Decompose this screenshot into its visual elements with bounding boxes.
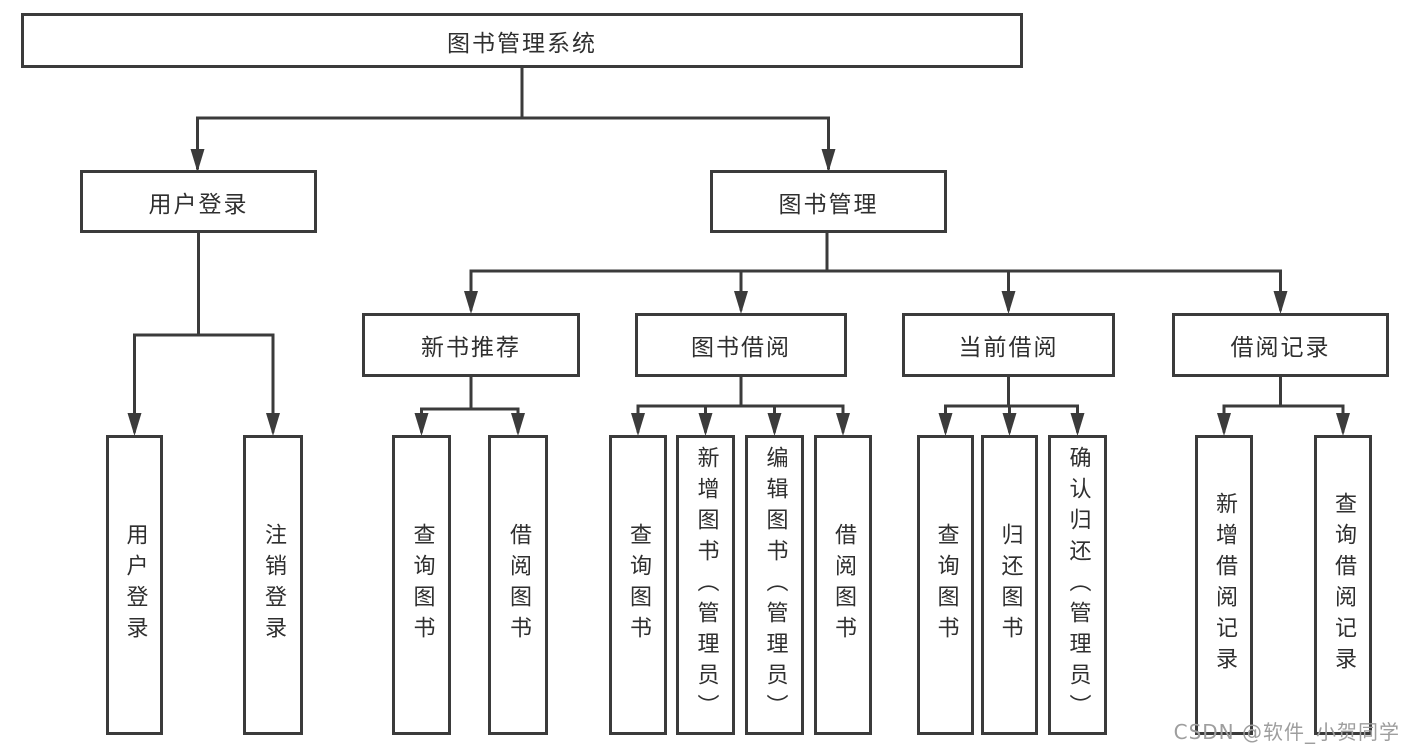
node-root-label: 图书管理系统 [447,30,597,57]
node-book-borrow: 图书借阅 [635,313,847,377]
leaf-record-query-label: 查询借阅记录 [1331,492,1356,678]
node-user-login-label: 用户登录 [148,191,249,218]
node-book-mgmt: 图书管理 [710,170,947,233]
leaf-current-query: 查询图书 [917,435,974,735]
node-new-book: 新书推荐 [362,313,580,377]
node-borrow-record-label: 借阅记录 [1230,335,1331,361]
csdn-watermark: CSDN @软件_小贺同学 [1173,720,1400,744]
leaf-newbook-borrow: 借阅图书 [488,435,548,735]
leaf-borrow-add-label: 新增图书（管理员） [693,445,719,725]
leaf-borrow-query-label: 查询图书 [626,523,651,647]
leaf-logout-label: 注销登录 [261,523,286,647]
node-root: 图书管理系统 [21,13,1023,68]
leaf-borrow-query: 查询图书 [609,435,667,735]
node-new-book-label: 新书推荐 [421,335,521,361]
leaf-borrow-add: 新增图书（管理员） [676,435,735,735]
node-book-mgmt-label: 图书管理 [778,191,879,218]
leaf-newbook-borrow-label: 借阅图书 [506,523,531,647]
leaf-newbook-query-label: 查询图书 [409,523,435,647]
leaf-borrow-borrow-label: 借阅图书 [831,523,856,647]
leaf-current-return: 归还图书 [981,435,1038,735]
leaf-user-login-label: 用户登录 [122,523,148,647]
leaf-record-query: 查询借阅记录 [1314,435,1372,735]
leaf-borrow-edit: 编辑图书（管理员） [745,435,804,735]
leaf-newbook-query: 查询图书 [392,435,451,735]
node-user-login: 用户登录 [80,170,317,233]
node-book-borrow-label: 图书借阅 [691,335,791,361]
leaf-current-return-label: 归还图书 [997,523,1023,647]
leaf-record-add: 新增借阅记录 [1195,435,1253,735]
leaf-current-query-label: 查询图书 [933,523,959,647]
node-borrow-record: 借阅记录 [1172,313,1389,377]
leaf-borrow-edit-label: 编辑图书（管理员） [762,445,788,725]
leaf-current-confirm: 确认归还（管理员） [1048,435,1107,735]
node-current-borrow: 当前借阅 [902,313,1115,377]
leaf-record-add-label: 新增借阅记录 [1212,492,1237,678]
leaf-borrow-borrow: 借阅图书 [814,435,872,735]
node-current-borrow-label: 当前借阅 [958,335,1059,361]
leaf-user-login: 用户登录 [106,435,163,735]
leaf-current-confirm-label: 确认归还（管理员） [1065,445,1091,725]
leaf-logout: 注销登录 [243,435,303,735]
